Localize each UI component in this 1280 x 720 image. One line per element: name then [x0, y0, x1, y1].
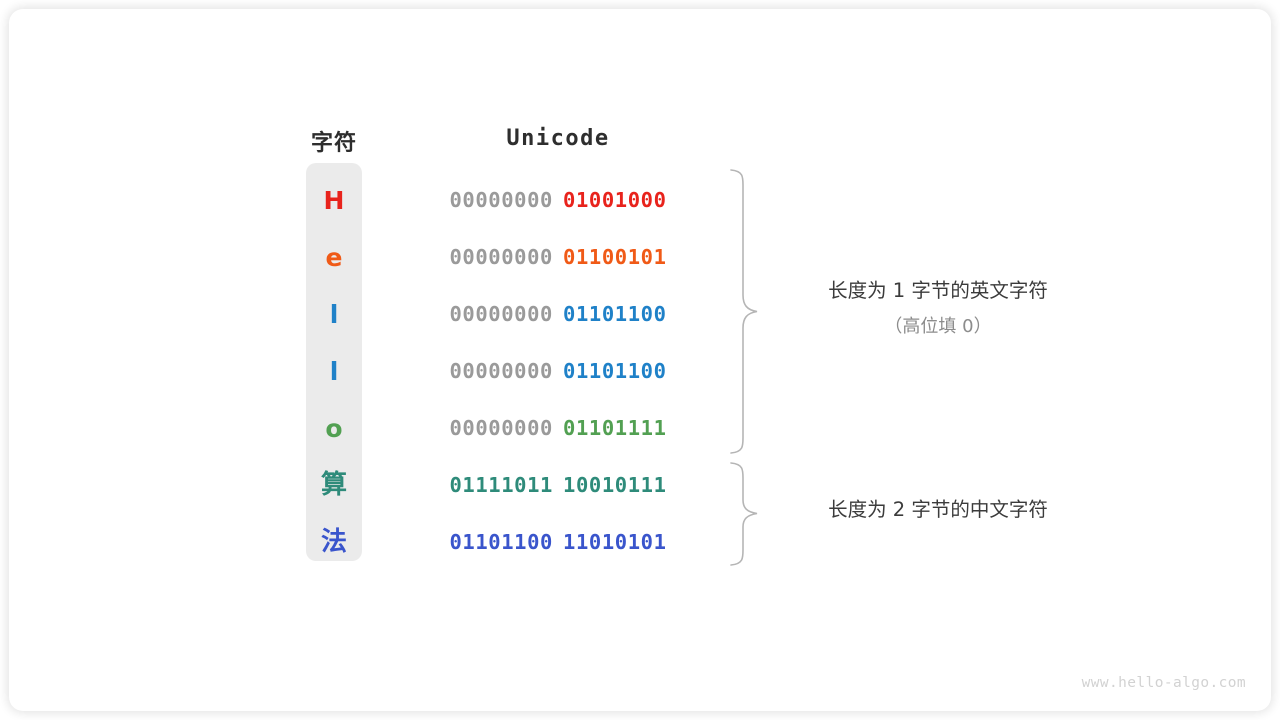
unicode-low-byte: 11010101: [563, 530, 667, 554]
unicode-low-byte: 01001000: [563, 188, 667, 212]
unicode-binary-row: 00000000 01101100: [423, 343, 693, 400]
character-cell: H: [323, 186, 345, 215]
character-cell: 算: [320, 470, 347, 500]
character-cell: 法: [320, 527, 347, 557]
unicode-low-byte: 01101100: [563, 359, 667, 383]
unicode-binary-row: 00000000 01100101: [423, 229, 693, 286]
unicode-binary-row: 00000000 01101100: [423, 286, 693, 343]
diagram-stage: 字符 Unicode H 00000000 01001000 e 00000000 011…: [9, 9, 1271, 711]
unicode-high-byte: 00000000: [449, 359, 553, 383]
column-header-character: 字符: [310, 131, 357, 156]
brace-two-byte-group: [730, 462, 758, 566]
column-header-unicode: Unicode: [506, 126, 610, 151]
character-cell: o: [325, 414, 343, 443]
annotation-two-byte: 长度为 2 字节的中文字符: [773, 492, 1103, 528]
unicode-low-byte: 01101100: [563, 302, 667, 326]
unicode-binary-row: 01101100 11010101: [423, 514, 693, 571]
unicode-high-byte: 01101100: [449, 530, 553, 554]
unicode-high-byte: 00000000: [449, 188, 553, 212]
character-cell: l: [329, 300, 339, 329]
character-column-background: [306, 163, 362, 561]
diagram-card: 字符 Unicode H 00000000 01001000 e 00000000 011…: [9, 9, 1271, 711]
unicode-high-byte: 00000000: [449, 416, 553, 440]
unicode-low-byte: 10010111: [563, 473, 667, 497]
watermark: www.hello-algo.com: [1081, 675, 1246, 691]
unicode-binary-row: 01111011 10010111: [423, 457, 693, 514]
annotation-one-byte-sub: （高位填 0）: [884, 316, 992, 337]
brace-one-byte-group: [730, 169, 758, 454]
unicode-binary-row: 00000000 01101111: [423, 400, 693, 457]
annotation-one-byte: 长度为 1 字节的英文字符 （高位填 0）: [773, 273, 1103, 345]
unicode-low-byte: 01101111: [563, 416, 667, 440]
annotation-one-byte-main: 长度为 1 字节的英文字符: [828, 279, 1048, 302]
character-cell: l: [329, 357, 339, 386]
unicode-high-byte: 01111011: [449, 473, 553, 497]
unicode-low-byte: 01100101: [563, 245, 667, 269]
unicode-binary-row: 00000000 01001000: [423, 172, 693, 229]
annotation-two-byte-main: 长度为 2 字节的中文字符: [828, 498, 1048, 521]
unicode-high-byte: 00000000: [449, 302, 553, 326]
unicode-high-byte: 00000000: [449, 245, 553, 269]
character-cell: e: [325, 243, 343, 272]
